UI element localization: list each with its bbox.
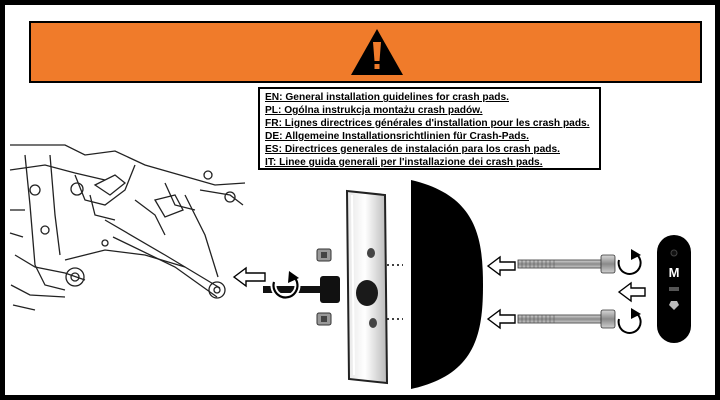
rotate-icon [270,271,301,301]
bolt-thread [521,260,555,323]
nut-icon [316,248,332,326]
guideline-pl: PL: Ogólna instrukcja montażu crash padó… [265,104,483,116]
guideline-es: ES: Directrices generales de instalación… [265,143,560,155]
bolt-icon [263,276,340,303]
guideline-en: EN: General installation guidelines for … [265,92,509,103]
arrow-left-icon [232,266,266,288]
warning-triangle-icon [351,29,403,75]
rotate-icon [617,249,642,275]
guideline-it: IT: Linee guida generali per l'installaz… [265,156,543,168]
arrow-left-icon [486,255,516,330]
rotate-icon [617,308,642,334]
arrow-left-icon [617,281,646,303]
installation-diagram: M [9,144,691,389]
guidelines-box: EN: General installation guidelines for … [258,87,601,170]
bolt-icon [517,254,616,329]
crash-pad-icon [345,189,389,385]
guideline-fr: FR: Lignes directrices générales d'insta… [265,117,590,129]
key-tool-icon: M [657,235,691,343]
motorcycle-frame-icon [9,144,246,311]
guideline-de: DE: Allgemeine Installationsrichtlinien … [265,130,529,142]
svg-text:M: M [669,265,680,280]
guide-lines [387,264,403,320]
warning-banner [29,21,702,83]
pad-cap-icon [411,180,483,389]
